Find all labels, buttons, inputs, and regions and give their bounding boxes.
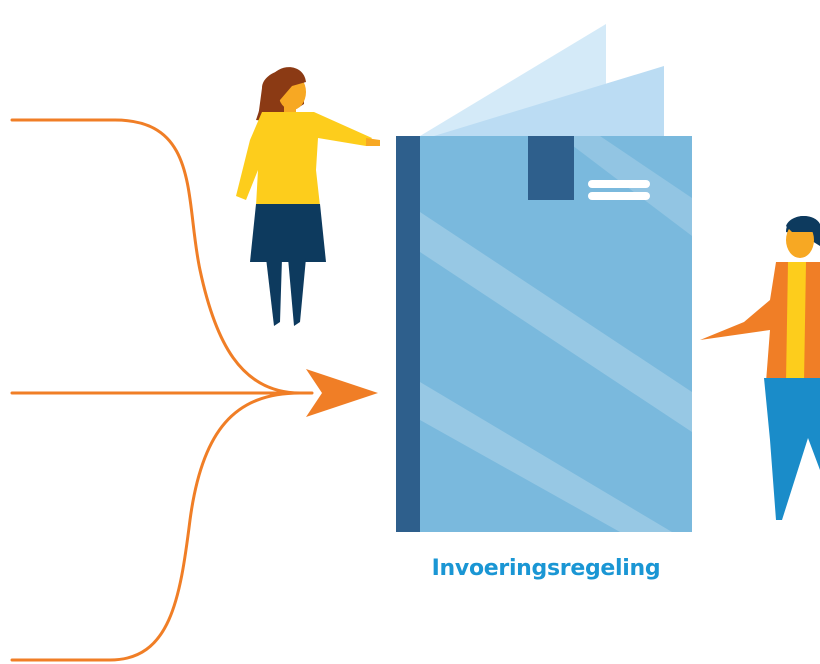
front-page — [434, 66, 664, 136]
arrow-top-line — [10, 118, 302, 395]
cover-title-line-1 — [588, 180, 650, 188]
book-ribbon — [528, 136, 574, 200]
book-caption: Invoeringsregeling — [431, 556, 661, 581]
book-cover — [396, 136, 692, 532]
arrow-bottom-line — [10, 391, 302, 662]
cover-shine-1 — [420, 212, 692, 432]
cover-shine-2 — [420, 382, 672, 532]
book-icon — [396, 136, 692, 532]
arrow-head-icon — [306, 369, 378, 417]
book-spine — [396, 136, 420, 532]
man-figure-icon — [700, 215, 820, 520]
woman-figure-icon — [236, 67, 380, 326]
cover-title-line-2 — [588, 192, 650, 200]
merging-arrows-icon — [10, 118, 314, 662]
book-pages — [420, 24, 664, 136]
